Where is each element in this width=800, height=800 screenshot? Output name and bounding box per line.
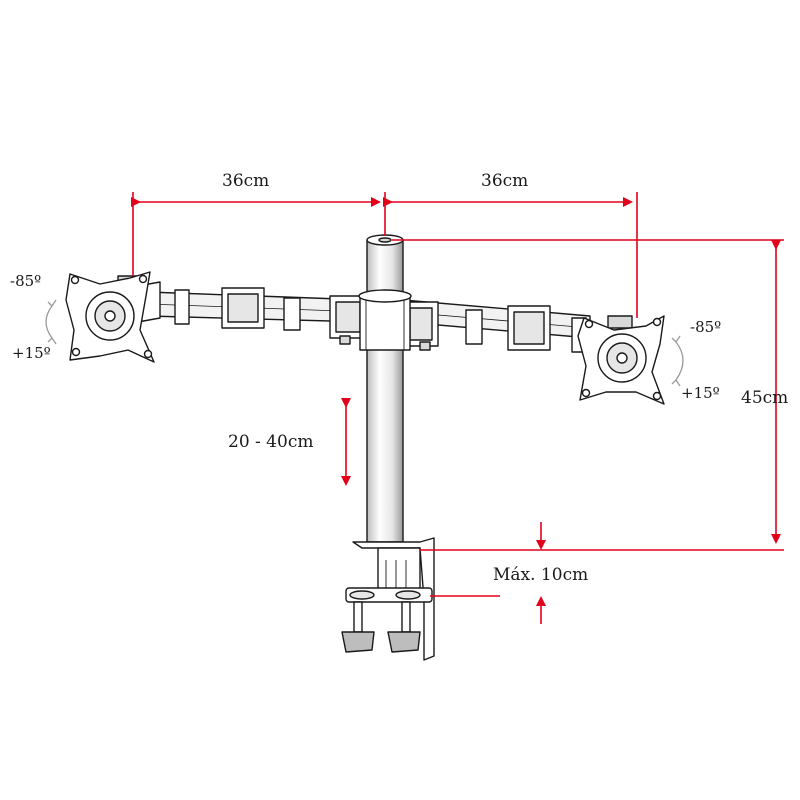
right-vesa-plate <box>577 315 665 405</box>
left-arm <box>117 275 368 339</box>
left-tilt-up-label: -85º <box>10 272 42 290</box>
left-tilt-arrow <box>45 305 53 339</box>
height-adjust-label: 20 - 40cm <box>228 432 314 452</box>
clamp-max-label: Máx. 10cm <box>493 565 589 585</box>
width-right-label: 36cm <box>481 171 529 191</box>
vertical-pole <box>366 234 404 543</box>
left-tilt-down-label: +15º <box>12 344 51 362</box>
tilt-arrows <box>45 299 684 387</box>
right-tilt-up-label: -85º <box>690 318 722 336</box>
height-total-label: 45cm <box>741 388 789 408</box>
central-hub <box>339 289 431 351</box>
mount-drawing <box>65 234 665 661</box>
right-tilt-down-label: +15º <box>681 384 720 402</box>
right-tilt-arrow <box>675 341 684 381</box>
left-vesa-plate <box>65 271 155 363</box>
dimensions <box>131 192 784 624</box>
width-left-label: 36cm <box>222 171 270 191</box>
desk-clamp <box>341 537 435 661</box>
